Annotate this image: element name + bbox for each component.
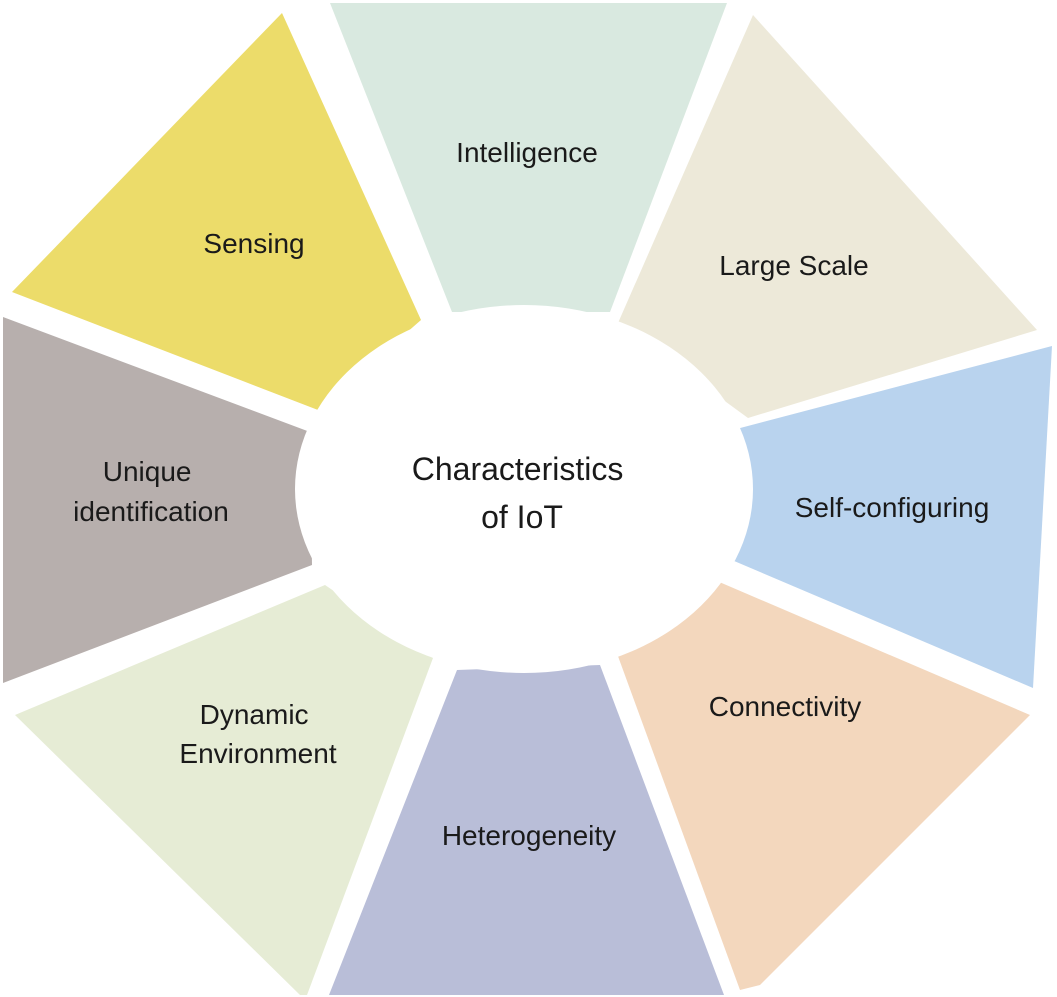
segment-dynamic-environment: Dynamic Environment: [15, 585, 433, 995]
segment-dynamic-environment-shape: [15, 585, 433, 995]
center-circle: [295, 305, 753, 673]
segment-dynamic-environment-label: Dynamic Environment: [179, 699, 336, 769]
segment-large-scale-shape: [618, 15, 1037, 418]
segment-self-configuring-shape: [720, 346, 1052, 688]
segment-self-configuring: Self-configuring: [720, 346, 1052, 688]
segment-heterogeneity-label: Heterogeneity: [442, 820, 616, 851]
segment-heterogeneity: Heterogeneity: [329, 665, 724, 995]
center-title: Characteristics of IoT: [412, 451, 633, 535]
segment-heterogeneity-shape: [329, 665, 724, 995]
segment-large-scale: Large Scale: [618, 15, 1037, 418]
segment-unique-identification-shape: [3, 317, 312, 683]
segment-connectivity-label: Connectivity: [709, 691, 862, 722]
segment-self-configuring-label: Self-configuring: [795, 492, 990, 523]
segment-unique-identification-label: Unique identification: [73, 456, 229, 527]
segment-intelligence-label: Intelligence: [456, 137, 598, 168]
segment-intelligence-shape: [330, 3, 727, 312]
segment-intelligence: Intelligence: [330, 3, 727, 312]
segment-sensing-label: Sensing: [203, 228, 304, 259]
segment-connectivity: Connectivity: [615, 578, 1030, 990]
segment-unique-identification: Unique identification: [3, 317, 312, 683]
segment-sensing-shape: [12, 13, 421, 410]
segment-connectivity-shape: [615, 578, 1030, 990]
segment-sensing: Sensing: [12, 13, 421, 410]
segment-large-scale-label: Large Scale: [719, 250, 868, 281]
